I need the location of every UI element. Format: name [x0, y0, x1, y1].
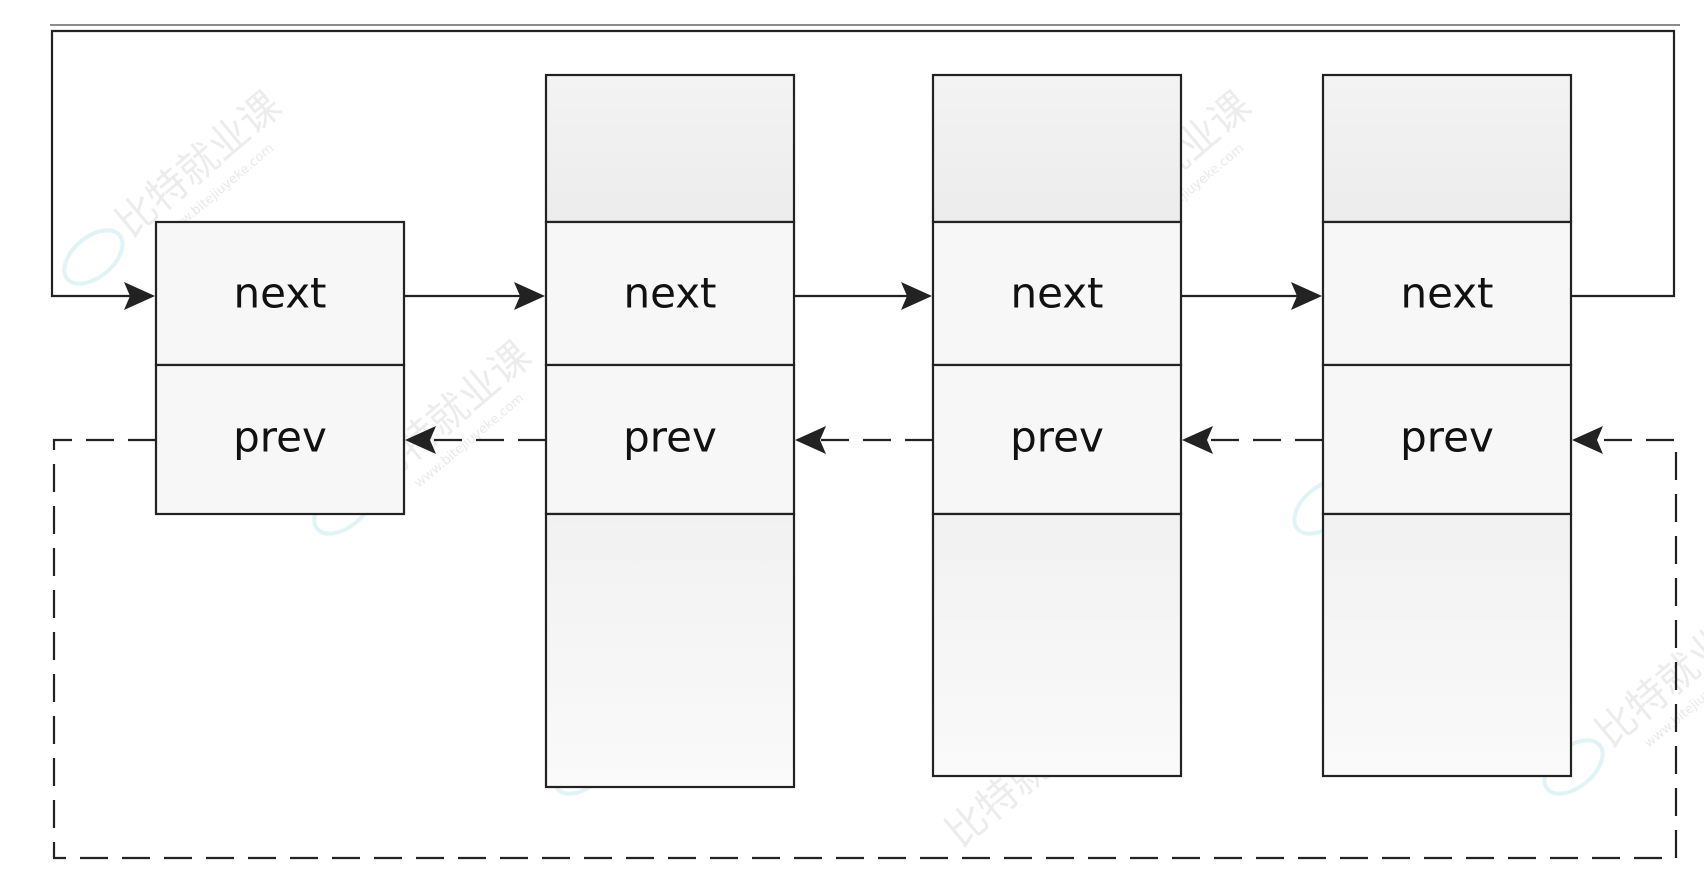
- list-node-4: next prev: [1321, 73, 1573, 778]
- node-2-data-top-cell: [544, 73, 796, 224]
- node-3-next-cell: [931, 220, 1183, 367]
- node-4-prev-cell: [1321, 363, 1573, 516]
- prev-link-1-wrap-to-4: [52, 438, 1678, 860]
- node-3-next-label: next: [1010, 269, 1103, 318]
- node-4-next-label: next: [1400, 269, 1493, 318]
- arrowhead-left-icon: [405, 426, 436, 454]
- node-4-data-top-cell: [1321, 73, 1573, 224]
- node-3-data-bottom-cell: [931, 512, 1183, 778]
- next-pointer-links: [50, 29, 1676, 310]
- node-2-data-bottom-cell: [544, 512, 796, 789]
- node-4-next-cell: [1321, 220, 1573, 367]
- arrowhead-left-icon: [1572, 426, 1603, 454]
- node-1-prev-cell: [154, 363, 406, 516]
- node-1-next-cell: [154, 220, 406, 367]
- prev-pointer-links: [52, 426, 1678, 860]
- list-node-2: next prev: [544, 73, 796, 789]
- node-4-prev-label: prev: [1400, 413, 1494, 462]
- watermark-logo-icon: [62, 228, 125, 286]
- node-3-prev-cell: [931, 363, 1183, 516]
- node-1-next-label: next: [233, 269, 326, 318]
- arrowhead-right-icon: [901, 282, 932, 310]
- node-4-data-bottom-cell: [1321, 512, 1573, 778]
- node-1-prev-label: prev: [233, 413, 327, 462]
- arrowhead-right-icon: [1291, 282, 1322, 310]
- node-2-next-cell: [544, 220, 796, 367]
- arrowhead-right-icon: [124, 282, 155, 310]
- watermark-text: 比特就业课: [1587, 593, 1704, 757]
- arrowhead-left-icon: [795, 426, 826, 454]
- list-node-3: next prev: [931, 73, 1183, 778]
- node-2-prev-label: prev: [623, 413, 717, 462]
- arrowhead-left-icon: [1182, 426, 1213, 454]
- node-3-data-top-cell: [931, 73, 1183, 224]
- node-2-next-label: next: [623, 269, 716, 318]
- node-3-prev-label: prev: [1010, 413, 1104, 462]
- list-node-1: next prev: [154, 220, 406, 516]
- next-link-4-wrap-to-1: [50, 29, 1676, 298]
- arrowhead-right-icon: [514, 282, 545, 310]
